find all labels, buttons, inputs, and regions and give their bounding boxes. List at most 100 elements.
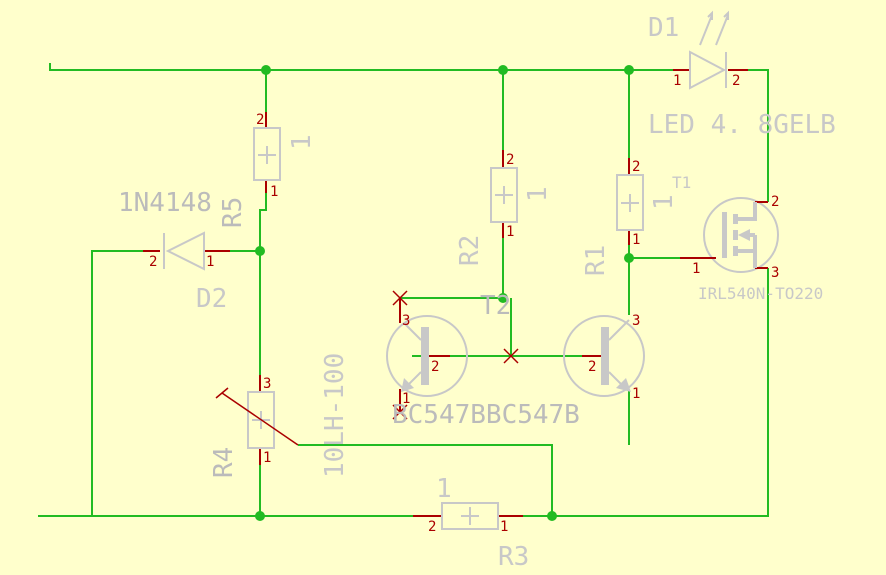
pin-number: 1 xyxy=(632,386,640,402)
pin-number: 1 xyxy=(206,254,214,270)
r3-name: R3 xyxy=(498,542,529,572)
pin-number: 3 xyxy=(263,376,271,392)
d1-name: D1 xyxy=(648,13,679,43)
junction-dot xyxy=(255,511,265,521)
pin-number: 2 xyxy=(431,359,439,375)
transistor-case xyxy=(386,315,468,397)
channel-segment xyxy=(733,230,738,240)
r4-name: R4 xyxy=(209,447,239,478)
wire-d2-net xyxy=(230,250,261,375)
pin-number: 1 xyxy=(500,519,508,535)
base-bar xyxy=(601,327,609,385)
light-arrow-icon xyxy=(715,10,729,46)
r3-value: 1 xyxy=(436,474,452,504)
t1-name: T1 xyxy=(672,173,691,192)
pin-number: 1 xyxy=(402,391,410,407)
wire-t1-source-to-bottom xyxy=(523,268,769,517)
channel-segment xyxy=(733,246,738,256)
pin-number: 2 xyxy=(506,152,514,168)
source-vertical xyxy=(753,235,757,268)
wire-d1-to-t1-drain xyxy=(748,69,769,202)
nc-marker xyxy=(392,404,408,420)
source-lead xyxy=(738,249,755,253)
r4-value: 10LH-100 xyxy=(320,353,350,478)
t1-value: IRL540N-TO220 xyxy=(698,284,823,303)
pin-number: 2 xyxy=(428,519,436,535)
t2-name: T2 xyxy=(480,291,511,321)
r2-name: R2 xyxy=(455,235,485,266)
collector-lead xyxy=(608,319,630,341)
resistor-body xyxy=(441,502,499,530)
t2-transistor[interactable]: 3 2 1 T2 xyxy=(386,290,511,420)
pin-number: 2 xyxy=(588,359,596,375)
r1-value: 1 xyxy=(649,194,679,210)
transistor-case xyxy=(703,197,779,273)
pin-number: 3 xyxy=(771,265,779,281)
d2-diode[interactable]: 1N4148 D2 2 1 xyxy=(118,188,230,314)
junction-dot xyxy=(255,246,265,256)
drain-vertical xyxy=(753,202,757,221)
base-bar xyxy=(421,327,429,385)
resistor-body xyxy=(616,174,644,231)
junction-dot xyxy=(624,253,634,263)
wire-r4-wiper xyxy=(298,444,553,516)
collector-lead xyxy=(403,322,422,341)
resistor-body xyxy=(490,167,518,223)
pin-number: 2 xyxy=(732,73,740,89)
pin-number: 1 xyxy=(270,184,278,200)
pin-number: 3 xyxy=(402,313,410,329)
t3-transistor[interactable]: 3 2 1 xyxy=(563,313,645,402)
drain-lead xyxy=(738,217,755,221)
t1-mosfet[interactable]: 2 1 3 T1 IRL540N-TO220 xyxy=(672,173,823,303)
emitter-arrow xyxy=(616,378,631,392)
r3-resistor[interactable]: 2 1 1 R3 xyxy=(413,474,529,572)
wiper-end xyxy=(215,387,229,399)
d2-name: D2 xyxy=(196,284,227,314)
r1-name: R1 xyxy=(581,245,611,276)
junction-dot xyxy=(498,65,508,75)
r5-name: R5 xyxy=(218,197,248,228)
d2-value: 1N4148 xyxy=(118,188,212,218)
pin-number: 1 xyxy=(632,232,640,248)
wire-r5-bottom xyxy=(259,193,267,250)
light-arrow-icon xyxy=(699,10,713,46)
junction-dot xyxy=(547,511,557,521)
pin-number: 2 xyxy=(256,112,264,128)
resistor-body xyxy=(253,127,281,181)
emitter-arrow xyxy=(401,378,414,392)
diode-triangle xyxy=(689,50,727,90)
r5-resistor[interactable]: 2 1 1 R5 xyxy=(218,112,317,228)
wire-d2-left xyxy=(91,250,143,516)
r4-potentiometer[interactable]: 3 1 R4 10LH-100 xyxy=(209,353,350,478)
r1-resistor[interactable]: 2 1 1 R1 xyxy=(581,158,679,276)
r5-value: 1 xyxy=(287,134,317,150)
pin-number: 1 xyxy=(673,73,681,89)
pin-number: 2 xyxy=(632,159,640,175)
wire-top-rail xyxy=(49,63,673,71)
body-arrow xyxy=(738,229,750,241)
pin-number: 1 xyxy=(692,261,700,277)
diode-triangle xyxy=(165,231,205,271)
gate-bar xyxy=(722,212,727,258)
wires xyxy=(38,63,769,517)
transistor-values: BC547BBC547B xyxy=(392,400,580,430)
pin-number: 3 xyxy=(632,313,640,329)
pin-number: 2 xyxy=(771,194,779,210)
body-link xyxy=(750,233,755,237)
nc-marker xyxy=(392,290,408,306)
pin-number: 1 xyxy=(263,450,271,466)
wiper-line xyxy=(221,392,299,446)
d1-value: LED 4. 8GELB xyxy=(648,110,836,140)
pin-number: 1 xyxy=(506,224,514,240)
junction-dot xyxy=(261,65,271,75)
r2-resistor[interactable]: 2 1 1 R2 xyxy=(455,150,553,266)
pin-number: 2 xyxy=(149,254,157,270)
channel-segment xyxy=(733,214,738,224)
nc-marker xyxy=(503,348,519,364)
junction-dot xyxy=(624,65,634,75)
d1-led[interactable]: D1 LED 4. 8GELB 1 2 xyxy=(648,10,836,140)
junction-dot xyxy=(498,293,508,303)
resistor-body xyxy=(247,391,275,449)
junctions xyxy=(255,65,634,521)
